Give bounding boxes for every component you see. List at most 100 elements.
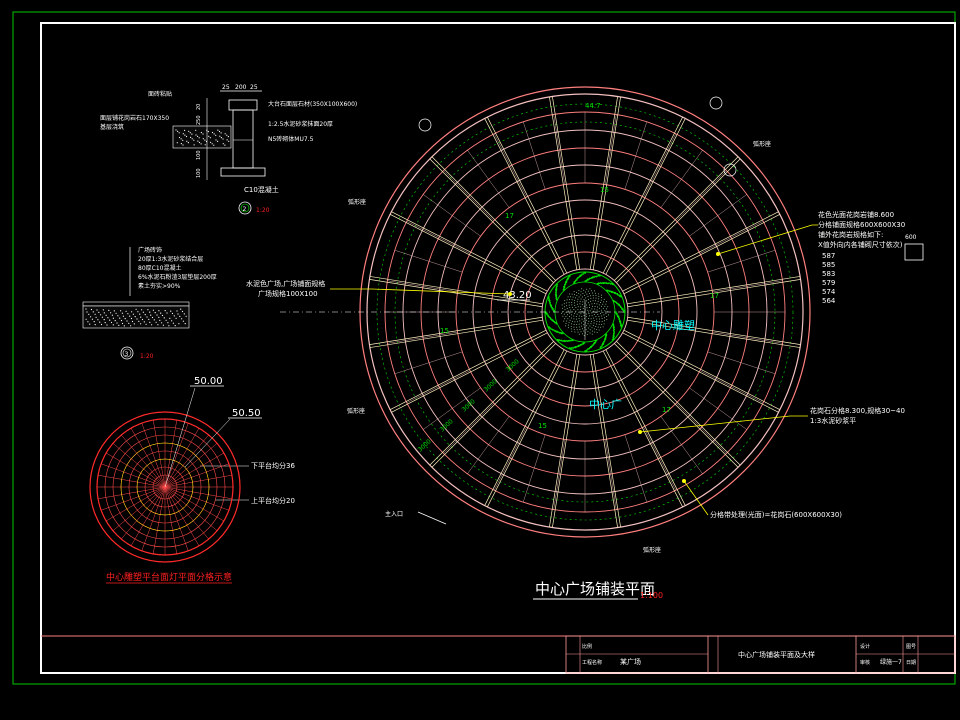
sculpture-core-dot (589, 325, 591, 327)
sculpture-core-dot (604, 320, 606, 322)
sculpture-core-dot (597, 326, 599, 328)
sculpture-core-dot (589, 310, 591, 312)
sculpture-hatch-dot (615, 293, 617, 295)
soil-dot (88, 313, 90, 315)
sculpture-hatch-dot (614, 301, 617, 303)
gravel-dot (226, 139, 228, 141)
sculpture-hatch-dot (559, 332, 562, 334)
sculpture-core-dot (578, 317, 580, 319)
sculpture-hatch-dot (612, 324, 614, 326)
sculpture-core-dot (594, 290, 596, 292)
sculpture-core-dot (573, 315, 575, 317)
gravel-dot (222, 143, 224, 145)
sculpture-hatch-dot (594, 340, 597, 342)
sculpture-hatch-dot (556, 283, 558, 286)
soil-dot (124, 318, 126, 320)
platform-radial (105, 486, 166, 522)
sculpture-hatch-dot (603, 339, 606, 341)
sculpture-core-dot (589, 332, 591, 334)
soil-dot (87, 321, 89, 323)
sculpture-core-dot (583, 330, 585, 332)
radial-joint-line (369, 316, 543, 345)
soil-dot (181, 310, 184, 313)
sculpture-core-dot (570, 325, 572, 327)
sculpture-core-dot (573, 326, 575, 328)
sculpture-hatch-dot (555, 293, 557, 295)
sculpture-core-dot (583, 299, 585, 301)
platform-radial (105, 452, 166, 488)
sculpture-core-dot (589, 315, 591, 317)
sculpture-core-dot (571, 304, 573, 306)
bench-label-tr: 弧形座 (753, 140, 771, 148)
radial-joint-line (616, 158, 741, 283)
sculpture-core-dot (591, 292, 593, 294)
sculpture-core-dot (589, 329, 591, 331)
radial-joint-line (627, 319, 801, 348)
sculpture-core-dot (601, 315, 603, 317)
soil-dot (156, 314, 158, 316)
soil-dot (149, 321, 151, 323)
secondary-joint-line (423, 387, 481, 430)
sculpture-core-dot (598, 311, 600, 313)
section-right-note-3: N5砖砌体MU7.5 (268, 135, 314, 143)
sculpture-core-dot (588, 307, 590, 309)
secondary-joint-line (406, 370, 471, 403)
side-dim-2: 250 (196, 115, 202, 125)
main-plan-scale: 1:100 (640, 591, 663, 600)
sculpture-hatch-dot (610, 283, 612, 285)
sculpture-core-dot (571, 323, 573, 325)
sculpture-core-dot (608, 314, 610, 316)
sculpture-hatch-dot (569, 347, 571, 349)
sculpture-core-dot (561, 304, 563, 306)
secondary-joint-line (394, 250, 463, 273)
sculpture-core-dot (591, 315, 593, 317)
sculpture-platform-plan: 50.00 50.50 下平台均分36 上平台均分20 中心雕塑平台面灯平面分格… (89, 376, 295, 584)
soil-dot (179, 315, 181, 317)
tb-scale: 比例 (582, 643, 592, 650)
sculpture-core-dot (573, 324, 575, 326)
radial-joint-line (614, 156, 739, 281)
sculpture-hatch-dot (582, 342, 585, 344)
soil-dot (95, 316, 97, 318)
secondary-joint-line (423, 194, 481, 237)
axis-marker (723, 163, 737, 177)
soil-dot (100, 323, 103, 326)
sculpture-core-dot (595, 295, 597, 297)
sculpture-hatch-dot (579, 275, 582, 277)
sculpture-core-dot (569, 312, 571, 314)
axis-marker (709, 96, 723, 110)
center-elevation: 43.20 (503, 290, 532, 301)
sculpture-core-dot (587, 327, 589, 329)
soil-dot (116, 322, 118, 324)
sculpture-core-dot (602, 326, 604, 328)
sculpture-hatch-dot (561, 332, 563, 334)
soil-dot (130, 317, 133, 320)
top-dimension: 44.7 (585, 102, 601, 110)
sculpture-core-dot (570, 309, 572, 311)
sculpture-core-dot (604, 305, 606, 307)
paving-layers (82, 305, 190, 329)
radial-joint-line (431, 343, 556, 468)
gravel-dot (182, 133, 184, 135)
sculpture-hatch-dot (553, 329, 555, 331)
gravel-dot (220, 137, 222, 139)
sculpture-core-dot (585, 329, 587, 331)
soil-dot (167, 322, 169, 324)
sculpture-core-dot (587, 323, 589, 325)
sculpture-core-dot (593, 314, 595, 316)
soil-dot (99, 321, 101, 323)
sculpture-core-dot (567, 327, 569, 329)
callout-left-line1: 水泥色广场,广场铺面规格 (246, 279, 325, 288)
radial-joint-line (389, 329, 547, 410)
sculpture-core-dot (575, 310, 577, 312)
secondary-joint-line (643, 426, 676, 491)
platform-radial (97, 486, 166, 500)
sculpture-hatch-dot (604, 337, 606, 340)
radial-joint-line (605, 349, 686, 506)
sculpture-hatch-dot (598, 282, 601, 285)
callout-value-3: 583 (822, 270, 835, 278)
soil-dot (126, 320, 128, 322)
sculpture-core-dot (571, 293, 573, 295)
sculpture-hatch-dot (582, 273, 585, 275)
detail-marker-2-num: 2 (243, 206, 247, 213)
